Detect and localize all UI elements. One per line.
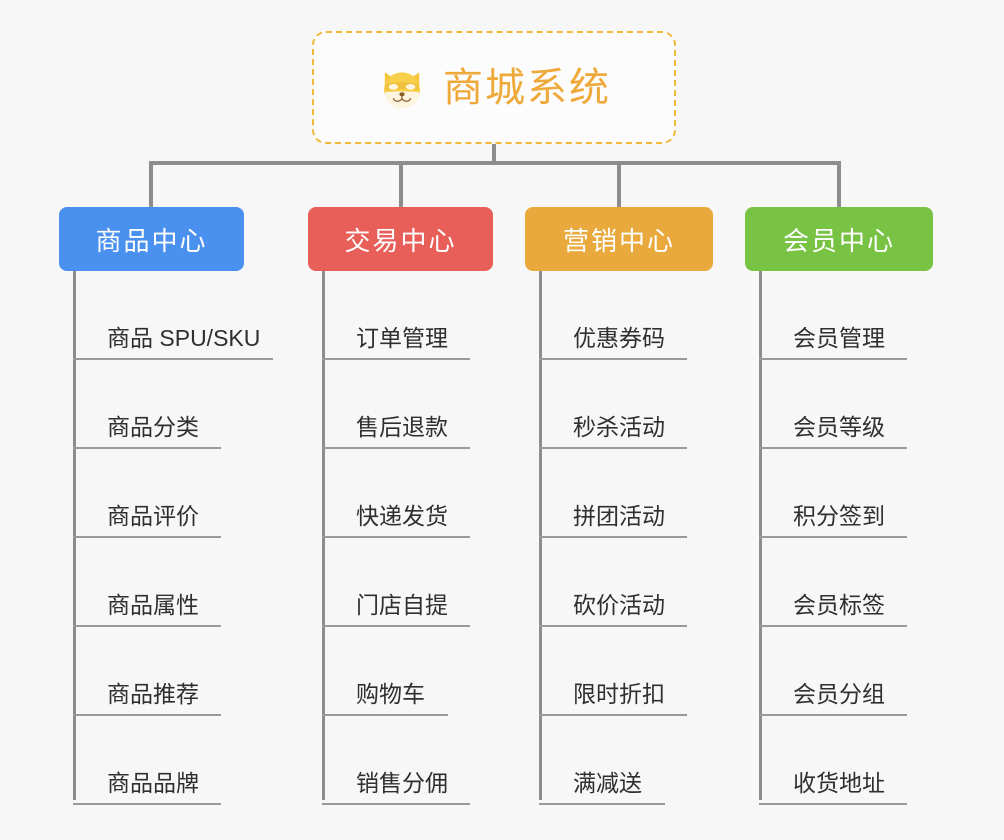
leaf-item[interactable]: 砍价活动 [525, 538, 687, 627]
leaf-list-2: 优惠券码 秒杀活动 拼团活动 砍价活动 限时折扣 满减送 [525, 271, 687, 805]
leaf-item[interactable]: 收货地址 [745, 716, 907, 805]
leaf-item[interactable]: 订单管理 [308, 271, 470, 360]
leaf-label: 会员分组 [793, 681, 885, 707]
branch-spine-3 [759, 271, 762, 800]
leaf-underline [539, 447, 687, 449]
leaf-label: 收货地址 [793, 770, 885, 796]
leaf-underline [539, 536, 687, 538]
leaf-item[interactable]: 积分签到 [745, 449, 907, 538]
leaf-item[interactable]: 秒杀活动 [525, 360, 687, 449]
leaf-label: 快递发货 [356, 503, 448, 529]
leaf-underline [73, 803, 221, 805]
leaf-label: 商品评价 [107, 503, 199, 529]
leaf-item[interactable]: 快递发货 [308, 449, 470, 538]
leaf-label: 优惠券码 [573, 325, 665, 351]
leaf-underline [759, 625, 907, 627]
leaf-underline [73, 625, 221, 627]
leaf-list-1: 订单管理 售后退款 快递发货 门店自提 购物车 销售分佣 [308, 271, 470, 805]
leaf-underline [73, 358, 273, 360]
leaf-underline [759, 714, 907, 716]
leaf-underline [759, 358, 907, 360]
leaf-label: 会员等级 [793, 414, 885, 440]
leaf-underline [759, 536, 907, 538]
leaf-underline [322, 803, 470, 805]
leaf-underline [759, 447, 907, 449]
leaf-label: 商品属性 [107, 592, 199, 618]
leaf-item[interactable]: 会员标签 [745, 538, 907, 627]
leaf-underline [73, 447, 221, 449]
connector-drop-branch-2 [617, 161, 621, 208]
leaf-item[interactable]: 购物车 [308, 627, 448, 716]
connector-drop-branch-1 [399, 161, 403, 208]
leaf-label: 售后退款 [356, 414, 448, 440]
leaf-label: 会员标签 [793, 592, 885, 618]
branch-label-2: 营销中心 [562, 225, 675, 256]
leaf-item[interactable]: 满减送 [525, 716, 665, 805]
leaf-item[interactable]: 销售分佣 [308, 716, 470, 805]
leaf-label: 砍价活动 [573, 592, 665, 618]
branch-card-2[interactable]: 营销中心 [525, 207, 713, 271]
branch-spine-0 [73, 271, 76, 800]
leaf-label: 会员管理 [793, 325, 885, 351]
leaf-label: 商品推荐 [107, 681, 199, 707]
leaf-underline [322, 714, 448, 716]
leaf-label: 门店自提 [356, 592, 448, 618]
leaf-item[interactable]: 商品 SPU/SKU [59, 271, 273, 360]
leaf-label: 秒杀活动 [573, 414, 665, 440]
leaf-underline [759, 803, 907, 805]
branch-spine-2 [539, 271, 542, 800]
branch-spine-1 [322, 271, 325, 800]
branch-label-1: 交易中心 [344, 225, 457, 256]
leaf-underline [539, 625, 687, 627]
branch-label-3: 会员中心 [782, 225, 895, 256]
leaf-label: 满减送 [573, 770, 642, 796]
leaf-item[interactable]: 售后退款 [308, 360, 470, 449]
leaf-item[interactable]: 商品属性 [59, 538, 260, 627]
leaf-item[interactable]: 优惠券码 [525, 271, 687, 360]
leaf-underline [322, 625, 470, 627]
leaf-item[interactable]: 会员等级 [745, 360, 907, 449]
leaf-label: 商品 SPU/SKU [107, 325, 261, 351]
leaf-label: 积分签到 [793, 503, 885, 529]
leaf-item[interactable]: 拼团活动 [525, 449, 687, 538]
branch-card-3[interactable]: 会员中心 [745, 207, 933, 271]
leaf-item[interactable]: 商品分类 [59, 360, 260, 449]
leaf-label: 拼团活动 [573, 503, 665, 529]
leaf-item[interactable]: 商品推荐 [59, 627, 260, 716]
branch-label-0: 商品中心 [95, 225, 208, 256]
leaf-item[interactable]: 商品品牌 [59, 716, 260, 805]
leaf-underline [539, 358, 687, 360]
leaf-label: 商品品牌 [107, 770, 199, 796]
connector-root-stem [492, 144, 496, 163]
connector-horizontal-bar [149, 161, 841, 165]
leaf-underline [73, 536, 221, 538]
leaf-item[interactable]: 会员管理 [745, 271, 907, 360]
leaf-underline [322, 447, 470, 449]
branch-card-0[interactable]: 商品中心 [59, 207, 244, 271]
connector-drop-branch-3 [837, 161, 841, 208]
leaf-item[interactable]: 限时折扣 [525, 627, 687, 716]
leaf-underline [322, 536, 470, 538]
leaf-label: 商品分类 [107, 414, 199, 440]
leaf-label: 销售分佣 [356, 770, 448, 796]
leaf-item[interactable]: 门店自提 [308, 538, 470, 627]
leaf-list-0: 商品 SPU/SKU 商品分类 商品评价 商品属性 商品推荐 商品品牌 [59, 271, 273, 805]
leaf-label: 购物车 [356, 681, 425, 707]
root-node[interactable]: 商城系统 [312, 31, 676, 144]
root-label: 商城系统 [443, 65, 611, 110]
branch-card-1[interactable]: 交易中心 [308, 207, 493, 271]
leaf-underline [73, 714, 221, 716]
leaf-label: 限时折扣 [573, 681, 665, 707]
leaf-underline [322, 358, 470, 360]
leaf-label: 订单管理 [356, 325, 448, 351]
dog-face-icon [384, 71, 420, 108]
leaf-item[interactable]: 会员分组 [745, 627, 907, 716]
leaf-list-3: 会员管理 会员等级 积分签到 会员标签 会员分组 收货地址 [745, 271, 907, 805]
connector-drop-branch-0 [149, 161, 153, 208]
leaf-underline [539, 803, 665, 805]
leaf-item[interactable]: 商品评价 [59, 449, 260, 538]
leaf-underline [539, 714, 687, 716]
